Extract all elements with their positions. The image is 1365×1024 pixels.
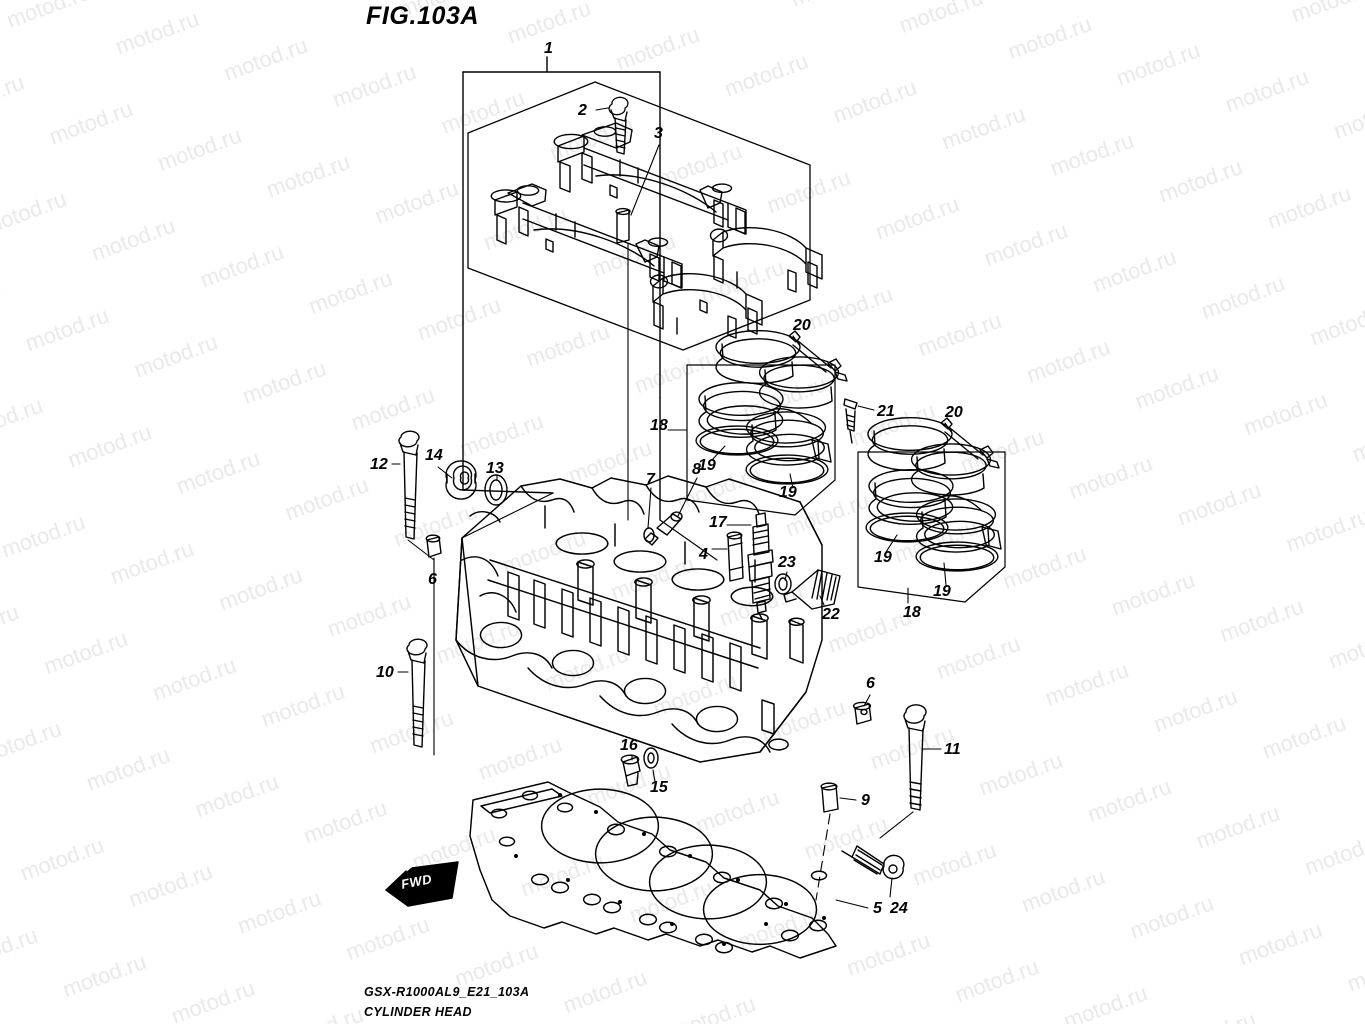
callout-10: 10 <box>376 664 394 681</box>
callout-6-right: 6 <box>866 675 875 692</box>
callout-20-right: 20 <box>945 404 963 421</box>
callout-2: 2 <box>578 102 587 119</box>
callout-18-right: 18 <box>903 604 921 621</box>
callout-1: 1 <box>544 40 553 57</box>
figure-caption-name: CYLINDER HEAD <box>364 1005 472 1019</box>
fwd-arrow-label: FWD <box>399 871 434 892</box>
callout-18-left: 18 <box>650 417 668 434</box>
callout-12: 12 <box>370 456 388 473</box>
callout-16: 16 <box>620 737 638 754</box>
callout-19-c: 19 <box>874 549 892 566</box>
figure-caption-code: GSX-R1000AL9_E21_103A <box>364 985 530 999</box>
callout-17: 17 <box>709 514 727 531</box>
callout-24: 24 <box>890 900 908 917</box>
callout-14: 14 <box>425 447 443 464</box>
callout-4: 4 <box>699 546 708 563</box>
callout-11: 11 <box>944 741 961 758</box>
callout-19-b: 19 <box>779 484 797 501</box>
callout-20-left: 20 <box>793 317 811 334</box>
callout-21: 21 <box>877 403 895 420</box>
callout-15: 15 <box>650 779 668 796</box>
callout-13: 13 <box>486 460 504 477</box>
callout-19-d: 19 <box>933 583 951 600</box>
callout-3: 3 <box>654 125 663 142</box>
callout-23: 23 <box>778 554 796 571</box>
callout-19-a: 19 <box>698 457 716 474</box>
callout-22: 22 <box>822 606 840 623</box>
figure-title: FIG.103A <box>366 2 480 30</box>
callout-9: 9 <box>861 792 870 809</box>
callout-7: 7 <box>646 471 655 488</box>
callout-5: 5 <box>873 900 882 917</box>
callout-6-left: 6 <box>428 571 437 588</box>
